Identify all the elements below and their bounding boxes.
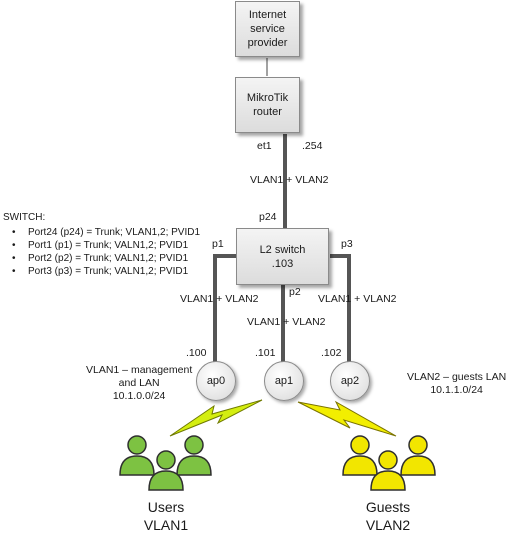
switch-config-title: SWITCH:	[3, 212, 46, 223]
port-p24: p24	[259, 211, 277, 223]
ap1-node: ap1	[264, 361, 304, 401]
vlan1-note: VLAN1 – management and LAN 10.1.0.0/24	[86, 364, 192, 403]
switch-config-item: Port3 (p3) = Trunk; VALN1,2; PVID1	[0, 265, 200, 278]
ap2-label: ap2	[340, 375, 360, 387]
ap0-label: ap0	[206, 375, 226, 387]
vlan1-note-line: VLAN1 – management	[86, 364, 193, 376]
lightning-right-icon	[297, 400, 397, 437]
guests-name: Guests	[365, 499, 411, 515]
router-label: MikroTik router	[246, 92, 289, 118]
port-p1: p1	[212, 238, 224, 250]
vlan2-note-line: 10.1.1.0/24	[430, 384, 483, 396]
guests-icon	[342, 435, 436, 491]
ap1-ip: .101	[255, 347, 276, 359]
users-vlan: VLAN1	[143, 517, 189, 533]
link-p3-ap2: VLAN1 + VLAN2	[318, 293, 397, 305]
ap1-label: ap1	[274, 375, 294, 387]
vlan1-note-line: 10.1.0.0/24	[112, 390, 166, 402]
ap0-node: ap0	[196, 361, 236, 401]
switch-config-item: Port1 (p1) = Trunk; VALN1,2; PVID1	[0, 239, 200, 252]
port-et1: et1	[257, 140, 272, 152]
users-name: Users	[147, 499, 185, 515]
vlan1-note-line: and LAN	[118, 377, 160, 389]
router-node: MikroTik router	[235, 77, 300, 133]
link-router-switch: VLAN1 + VLAN2	[250, 174, 329, 186]
switch-config-item: Port2 (p2) = Trunk; VALN1,2; PVID1	[0, 252, 200, 265]
ap2-ip: .102	[321, 347, 342, 359]
lightning-left-icon	[169, 399, 263, 437]
users-label: Users VLAN1	[136, 498, 196, 534]
users-icon	[119, 435, 212, 491]
link-p2-ap1: VLAN1 + VLAN2	[247, 316, 326, 328]
isp-label: Internet service provider	[247, 9, 288, 49]
ap2-node: ap2	[330, 361, 370, 401]
isp-node: Internet service provider	[235, 1, 300, 57]
guests-vlan: VLAN2	[365, 517, 411, 533]
port-p2: p2	[289, 286, 301, 298]
vlan2-note-line: VLAN2 – guests LAN	[407, 371, 506, 383]
link-p1-ap0: VLAN1 + VLAN2	[180, 293, 259, 305]
vlan2-note: VLAN2 – guests LAN 10.1.1.0/24	[407, 371, 506, 397]
switch-config-list: Port24 (p24) = Trunk; VLAN1,2; PVID1 Por…	[0, 226, 200, 278]
switch-ip: .103	[271, 257, 294, 270]
p1-ap0-link	[213, 254, 236, 369]
switch-config-item: Port24 (p24) = Trunk; VLAN1,2; PVID1	[0, 226, 200, 239]
router-ip: .254	[302, 140, 323, 152]
port-p3: p3	[341, 238, 353, 250]
switch-node: L2 switch .103	[236, 228, 329, 285]
ap0-ip: .100	[186, 347, 207, 359]
guests-label: Guests VLAN2	[358, 498, 418, 534]
switch-label: L2 switch	[259, 243, 306, 256]
p3-ap2-link	[330, 254, 351, 369]
